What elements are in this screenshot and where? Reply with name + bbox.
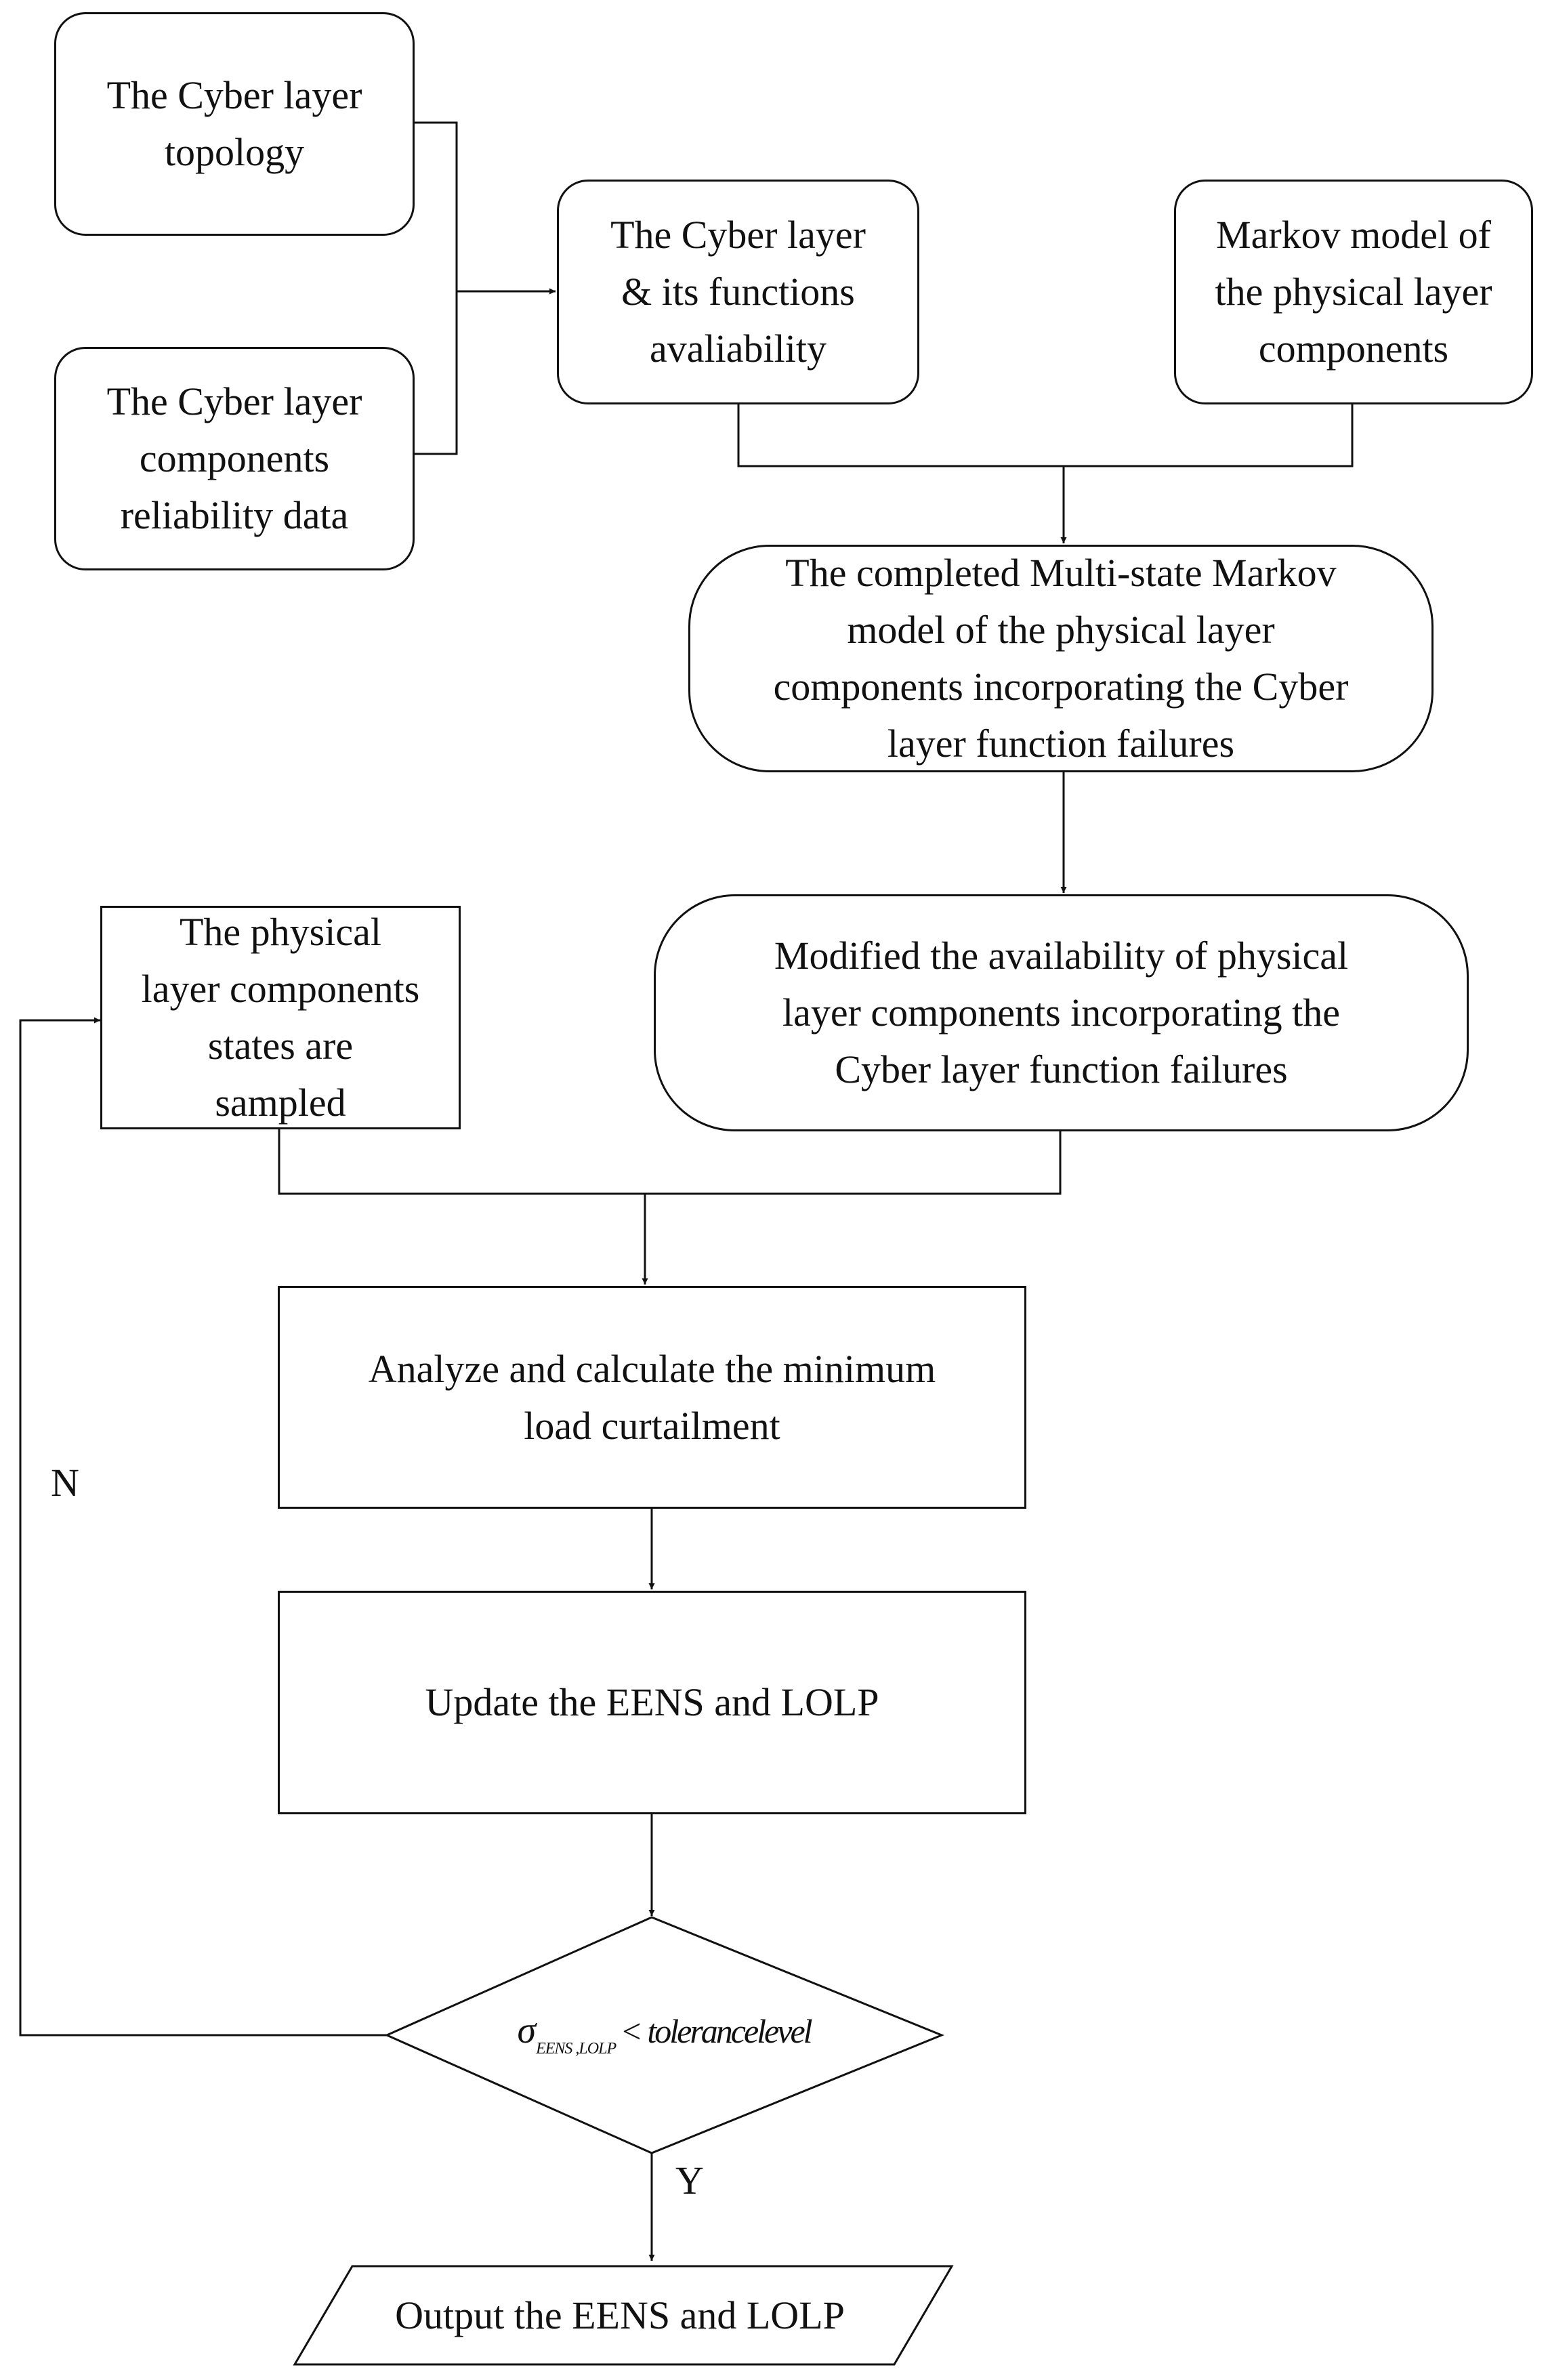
- cyber-availability-text: The Cyber layer & its functions avaliabi…: [610, 213, 866, 371]
- multistate-markov-box: The completed Multi-state Markov model o…: [688, 545, 1434, 772]
- decision-condition: σ EENS ,LOLP < tolerancelevel: [406, 2009, 921, 2063]
- cyber-reliability-text: The Cyber layer components reliability d…: [106, 379, 362, 537]
- yes-branch-label: Y: [675, 2158, 704, 2202]
- states-sampled-text: The physical layer components states are…: [141, 910, 420, 1125]
- connector-sampled-modified-join: [278, 1129, 1062, 1195]
- modified-availability-box: Modified the availability of physical la…: [654, 894, 1469, 1131]
- arrow-decision-no-loop: [19, 1017, 387, 2037]
- markov-physical-text: Markov model of the physical layer compo…: [1215, 213, 1492, 371]
- cyber-reliability-box: The Cyber layer components reliability d…: [54, 347, 415, 570]
- output-text: Output the EENS and LOLP: [395, 2293, 845, 2337]
- tolerance-condition: < tolerancelevel: [620, 2012, 812, 2050]
- connector-availability-to-join: [737, 404, 1354, 467]
- analyze-box: Analyze and calculate the minimum load c…: [278, 1286, 1026, 1509]
- cyber-topology-box: The Cyber layer topology: [54, 12, 415, 236]
- update-box: Update the EENS and LOLP: [278, 1591, 1026, 1814]
- markov-physical-box: Markov model of the physical layer compo…: [1174, 180, 1533, 404]
- update-text: Update the EENS and LOLP: [425, 1680, 879, 1724]
- multistate-markov-text: The completed Multi-state Markov model o…: [773, 551, 1349, 766]
- sigma-symbol: σ: [517, 2009, 537, 2051]
- modified-availability-text: Modified the availability of physical la…: [774, 934, 1349, 1091]
- no-branch-label: N: [51, 1461, 79, 1505]
- output-text-box: Output the EENS and LOLP: [318, 2266, 921, 2364]
- output-parallelogram: [293, 2265, 954, 2366]
- decision-diamond: [384, 1916, 944, 2154]
- states-sampled-box: The physical layer components states are…: [100, 906, 461, 1129]
- analyze-text: Analyze and calculate the minimum load c…: [368, 1346, 936, 1448]
- cyber-topology-text: The Cyber layer topology: [106, 73, 362, 174]
- sigma-subscript: EENS ,LOLP: [536, 2040, 616, 2058]
- connector-topology-to-merge: [415, 121, 458, 455]
- cyber-availability-box: The Cyber layer & its functions avaliabi…: [557, 180, 919, 404]
